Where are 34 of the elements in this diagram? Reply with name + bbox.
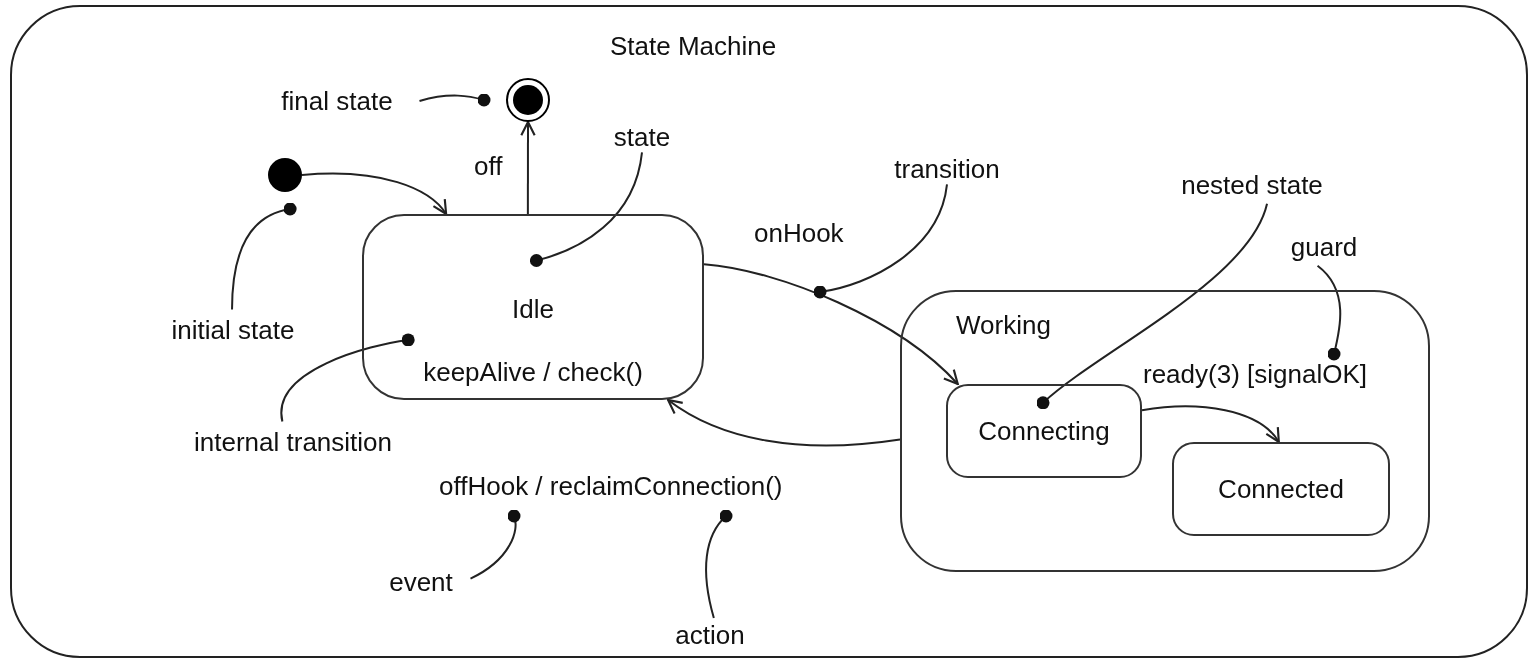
leader-line — [1316, 264, 1342, 361]
state-name: Working — [956, 312, 1051, 338]
callout-text: nested state — [1158, 168, 1346, 202]
callout-text: internal transition — [160, 425, 426, 459]
leader-line — [529, 151, 643, 267]
leader-line — [1036, 202, 1269, 410]
callout-text: transition — [876, 152, 1018, 186]
state-box — [946, 384, 1142, 478]
state-box — [362, 214, 704, 400]
transition-arrow — [301, 172, 448, 216]
callout-text: state — [604, 120, 680, 154]
state-box — [1172, 442, 1390, 536]
leader-line — [813, 183, 948, 299]
transition-arrow — [520, 120, 536, 215]
transition-arrow — [703, 263, 959, 386]
leader-line — [280, 333, 415, 423]
callout-text: final state — [262, 84, 412, 118]
leader-line — [418, 93, 491, 107]
leader-line — [705, 509, 733, 619]
callout-text: guard — [1278, 230, 1370, 264]
final-state-symbol — [506, 78, 550, 122]
state-name: Idle — [511, 296, 555, 322]
callout-text: initial state — [152, 313, 314, 347]
callout-text: event — [376, 565, 466, 599]
internal-transition-text: keepAlive / check() — [422, 359, 644, 385]
state-name: Connected — [1218, 476, 1344, 502]
frame-title: State Machine — [610, 33, 777, 59]
state-name: Connecting — [978, 418, 1110, 444]
leader-line — [231, 202, 297, 311]
edge-label: ready(3) [signalOK] — [1141, 361, 1369, 387]
transition-arrow — [1141, 405, 1280, 444]
leader-line — [469, 509, 521, 580]
transition-arrow — [667, 398, 901, 447]
callout-text: action — [662, 618, 758, 652]
